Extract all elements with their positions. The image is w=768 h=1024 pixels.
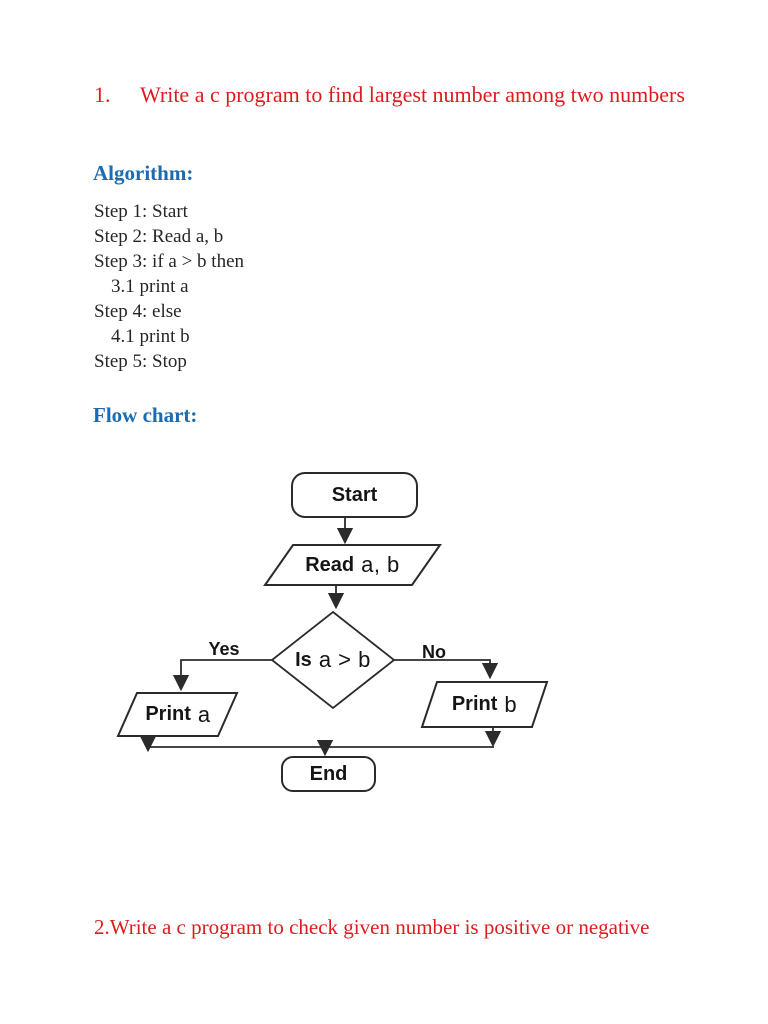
algorithm-step-3: Step 3: if a > b then [94, 251, 245, 272]
algorithm-steps: Step 1: Start Step 2: Read a, b Step 3: … [94, 199, 244, 374]
decision-label-condition: a > b [318, 647, 371, 672]
flow-node-print-a-label: Print a [118, 693, 238, 736]
algorithm-step-5: Step 5: Stop [94, 351, 187, 372]
read-label-keyword: Read [305, 553, 355, 576]
flow-branch-no-label: No [422, 641, 446, 662]
print-b-variable: b [504, 691, 518, 717]
flow-node-start-label: Start [331, 483, 378, 506]
algorithm-step-2: Step 2: Read a, b [94, 226, 224, 247]
algorithm-step-3-1: 3.1 print a [111, 276, 189, 297]
algorithm-step-1: Step 1: Start [94, 201, 188, 222]
question-1-heading: 1. Write a c program to find largest numb… [94, 78, 694, 111]
question-1-text: Write a c program to find largest number… [140, 82, 685, 107]
print-a-variable: a [197, 701, 211, 727]
print-a-keyword: Print [145, 703, 191, 725]
algorithm-step-4-1: 4.1 print b [111, 326, 190, 347]
flow-node-end-label: End [309, 762, 348, 785]
flow-node-print-b-label: Print b [422, 682, 547, 727]
flow-branch-yes-label: Yes [208, 638, 240, 659]
question-1-number: 1. [94, 82, 111, 107]
question-2-heading: 2.Write a c program to check given numbe… [94, 915, 650, 939]
algorithm-heading: Algorithm: [93, 161, 194, 185]
flow-node-decision-label: Is a > b [272, 612, 394, 708]
read-label-variables: a, b [361, 552, 400, 577]
flow-node-read-label: Read a, b [265, 545, 440, 585]
flowchart-heading: Flow chart: [93, 403, 198, 427]
decision-label-keyword: Is [295, 648, 312, 671]
flow-arrow-yes-branch [172, 659, 272, 692]
algorithm-step-4: Step 4: else [94, 301, 182, 322]
print-b-keyword: Print [451, 693, 498, 715]
